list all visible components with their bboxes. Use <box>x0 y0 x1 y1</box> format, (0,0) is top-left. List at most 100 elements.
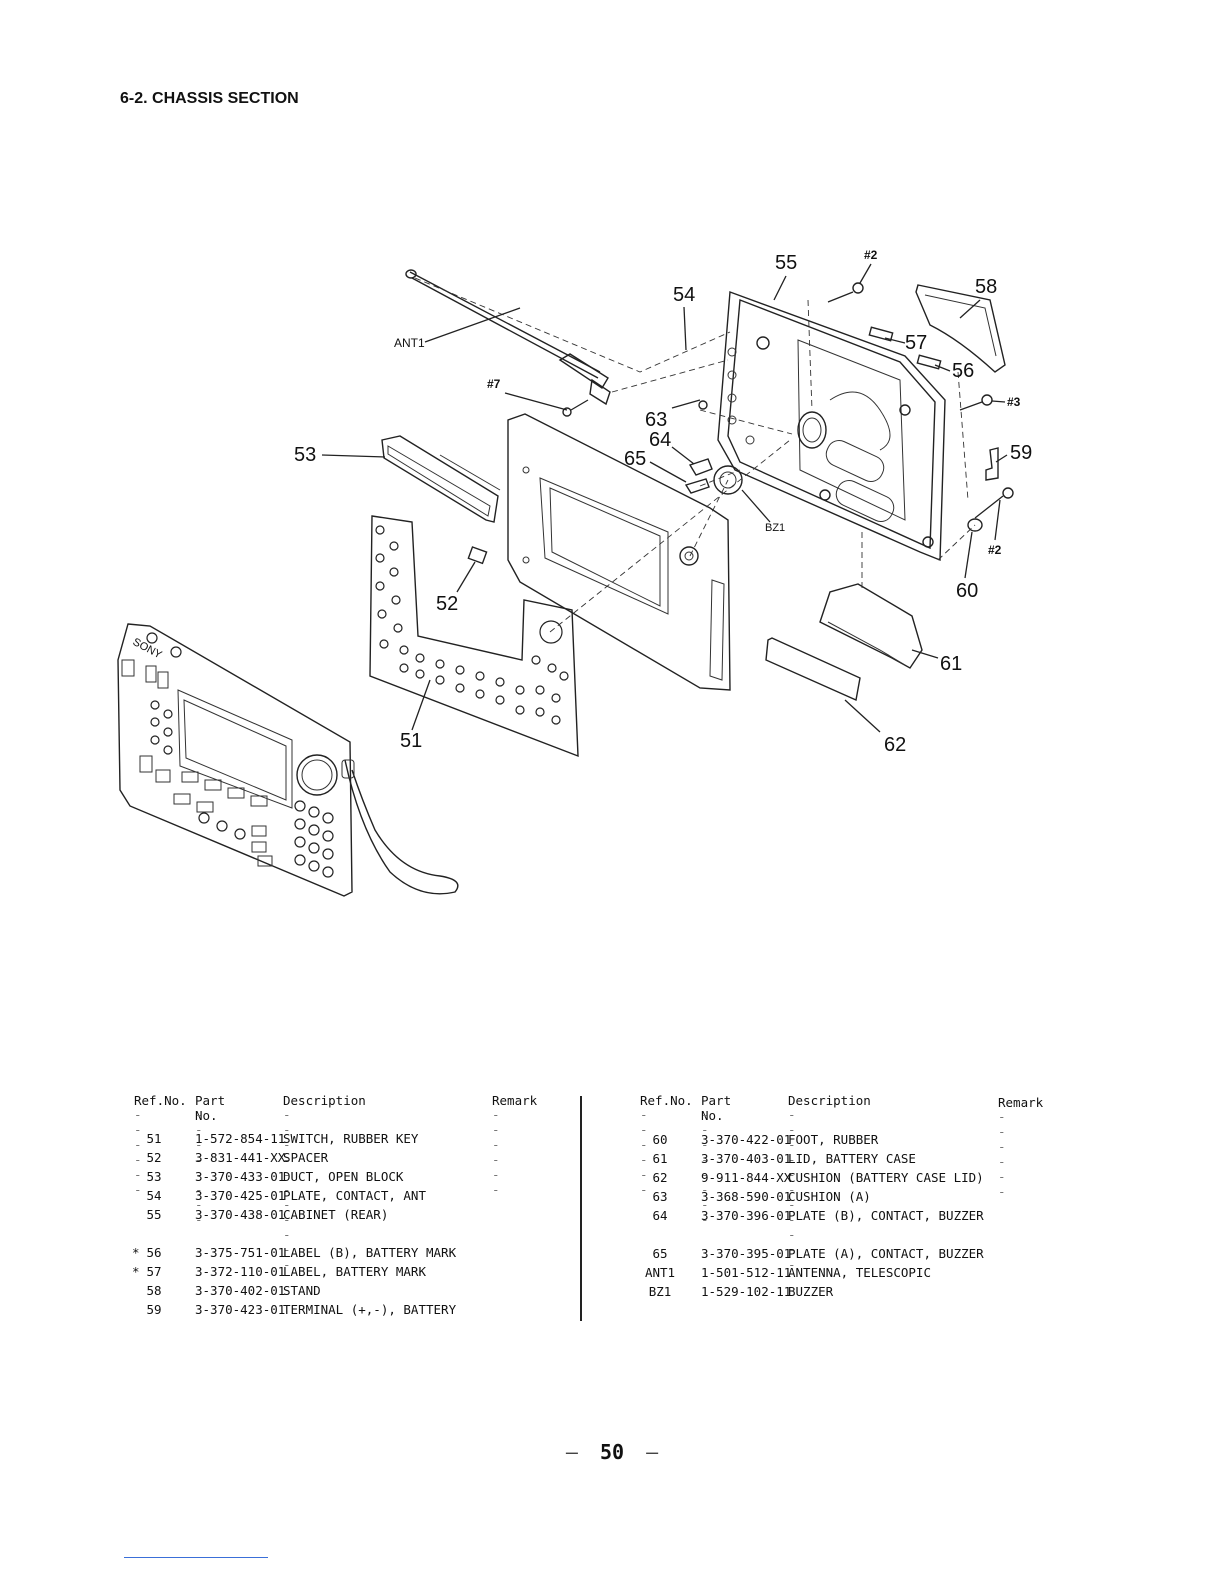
chassis-frame-part <box>507 413 731 691</box>
stand-part <box>915 284 1006 373</box>
cell-part-no: 3-372-110-01 <box>195 1264 286 1279</box>
cell-description: TERMINAL (+,-), BATTERY <box>283 1302 457 1317</box>
screw-7 <box>562 399 589 417</box>
cell-part-no: 3-370-403-01 <box>701 1151 792 1166</box>
rubber-key-switch-part <box>369 515 579 758</box>
screw-2-bottom <box>974 487 1014 519</box>
cell-part-no: 3-370-395-01 <box>701 1246 792 1261</box>
header-remark: Remark <box>492 1093 538 1108</box>
cell-part-no: 1-529-102-11 <box>701 1284 792 1299</box>
front-panel-part: SONY <box>117 623 459 897</box>
cell-ref-no: 52 <box>146 1150 162 1165</box>
header-description: Description <box>283 1093 366 1108</box>
cell-ref-no: ANT1 <box>644 1265 676 1280</box>
page-number-dash: — <box>565 1440 578 1464</box>
modified-mark: * <box>132 1245 140 1260</box>
battery-terminal-part <box>985 447 999 481</box>
cell-ref-no: 59 <box>146 1302 162 1317</box>
cell-ref-no: 54 <box>146 1188 162 1203</box>
cell-part-no: 3-370-433-01 <box>195 1169 286 1184</box>
cell-part-no: 3-370-425-01 <box>195 1188 286 1203</box>
cell-ref-no: 60 <box>652 1132 668 1147</box>
cell-part-no: 3-831-441-XX <box>195 1150 286 1165</box>
cell-description: SPACER <box>283 1150 329 1165</box>
callout-60: 60 <box>956 580 978 602</box>
cell-description: PLATE (B), CONTACT, BUZZER <box>788 1208 984 1223</box>
duct-part <box>381 435 501 523</box>
header-part-no: Part No. <box>701 1093 732 1123</box>
cell-ref-no: 58 <box>146 1283 162 1298</box>
page-title: 6-2. CHASSIS SECTION <box>120 90 299 107</box>
callout-56: 56 <box>952 360 974 382</box>
page-number-value: 50 <box>599 1440 625 1464</box>
antenna-part <box>405 269 611 406</box>
spacer-part <box>467 546 488 565</box>
cell-description: CUSHION (BATTERY CASE LID) <box>788 1170 984 1185</box>
battery-label-56 <box>916 354 942 370</box>
cell-description: SWITCH, RUBBER KEY <box>283 1131 419 1146</box>
cell-ref-no: 62 <box>652 1170 668 1185</box>
header-rule: ----------- <box>283 1107 291 1272</box>
cell-part-no: 3-370-422-01 <box>701 1132 792 1147</box>
screw-2-top <box>827 282 864 303</box>
cell-ref-no: 56 <box>146 1245 162 1260</box>
battery-cushion-part <box>765 637 861 702</box>
callout-61: 61 <box>940 653 962 675</box>
cell-description: LABEL, BATTERY MARK <box>283 1264 426 1279</box>
cell-description: ANTENNA, TELESCOPIC <box>788 1265 931 1280</box>
header-description: Description <box>788 1093 871 1108</box>
cell-description: CABINET (REAR) <box>283 1207 389 1222</box>
cell-ref-no: 61 <box>652 1151 668 1166</box>
cell-part-no: 1-572-854-11 <box>195 1131 286 1146</box>
cell-ref-no: 63 <box>652 1189 668 1204</box>
callout-58: 58 <box>975 276 997 298</box>
cell-description: LABEL (B), BATTERY MARK <box>283 1245 457 1260</box>
header-remark: Remark <box>998 1095 1044 1110</box>
header-rule: -------- <box>701 1107 709 1227</box>
cell-description: BUZZER <box>788 1284 834 1299</box>
exploded-chassis-diagram: SONY <box>117 248 1032 897</box>
cell-part-no: 3-368-590-01 <box>701 1189 792 1204</box>
screw-3 <box>959 394 993 411</box>
header-rule: ------ <box>492 1107 500 1197</box>
buzzer-plate-a <box>684 478 710 494</box>
callout-59: 59 <box>1010 442 1032 464</box>
header-rule: ------ <box>640 1107 648 1197</box>
cell-ref-no: 64 <box>652 1208 668 1223</box>
cell-ref-no: 51 <box>146 1131 162 1146</box>
cell-description: STAND <box>283 1283 321 1298</box>
cell-ref-no: 65 <box>652 1246 668 1261</box>
cell-part-no: 3-375-751-01 <box>195 1245 286 1260</box>
cell-part-no: 3-370-438-01 <box>195 1207 286 1222</box>
cell-part-no: 3-370-402-01 <box>195 1283 286 1298</box>
cell-description: PLATE, CONTACT, ANT <box>283 1188 426 1203</box>
cell-description: FOOT, RUBBER <box>788 1132 879 1147</box>
rubber-foot-part <box>967 518 983 532</box>
leader-lines <box>321 263 1008 733</box>
cell-description: LID, BATTERY CASE <box>788 1151 916 1166</box>
table-divider <box>580 1096 582 1321</box>
header-rule: -------- <box>195 1107 203 1227</box>
cell-ref-no: 53 <box>146 1169 162 1184</box>
callout-screw-7: #7 <box>487 377 501 391</box>
cell-description: CUSHION (A) <box>788 1189 871 1204</box>
cell-part-no: 1-501-512-11 <box>701 1265 792 1280</box>
battery-lid-part <box>819 583 923 669</box>
cell-part-no: 9-911-844-XX <box>701 1170 792 1185</box>
callout-55: 55 <box>775 252 797 274</box>
cell-ref-no: BZ1 <box>648 1284 672 1299</box>
callout-screw-2-bottom: #2 <box>988 543 1002 557</box>
callout-screw-3: #3 <box>1007 395 1021 409</box>
callout-64: 64 <box>649 429 671 451</box>
callout-63: 63 <box>645 409 667 431</box>
footer-link-underline <box>124 1557 268 1558</box>
callout-ant1: ANT1 <box>394 336 425 350</box>
cell-ref-no: 57 <box>146 1264 162 1279</box>
callout-52: 52 <box>436 593 458 615</box>
callout-54: 54 <box>673 284 695 306</box>
rear-cabinet-part <box>717 291 946 562</box>
header-rule: ----------- <box>788 1107 796 1272</box>
callout-57: 57 <box>905 332 927 354</box>
header-ref-no: Ref.No. <box>640 1093 693 1108</box>
callout-bz1: BZ1 <box>765 522 785 534</box>
